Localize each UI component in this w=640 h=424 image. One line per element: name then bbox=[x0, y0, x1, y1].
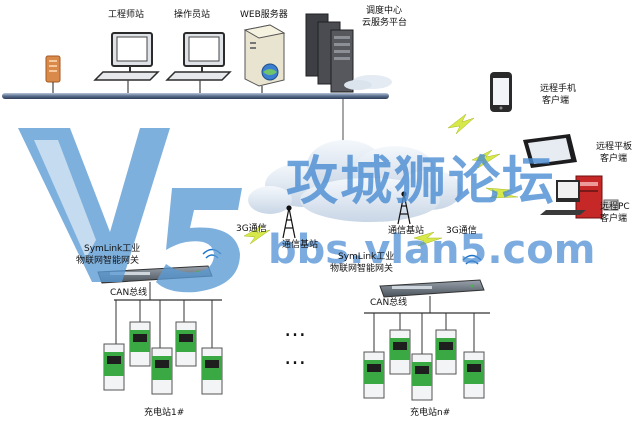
engineer-station-computer-icon bbox=[93, 32, 160, 93]
engineer-station-label: 工程师站 bbox=[108, 10, 145, 20]
remote-pc-client-label: 客户端 bbox=[600, 214, 628, 224]
remote-tablet-label: 远程平板 bbox=[596, 142, 633, 152]
remote-pc-label: 远程PC bbox=[600, 202, 630, 212]
charging-station-n-label: 充电站n# bbox=[410, 408, 451, 418]
charger-icon bbox=[389, 313, 411, 375]
web-server-label: WEB服务器 bbox=[240, 10, 288, 20]
web-server-icon bbox=[243, 24, 286, 93]
charger-icon bbox=[175, 300, 197, 367]
remote-pc-icon bbox=[540, 175, 619, 219]
charger-icon bbox=[411, 313, 433, 401]
charger-icon bbox=[151, 300, 173, 395]
charger-icon bbox=[201, 300, 223, 395]
right-can-bus-label: CAN总线 bbox=[370, 298, 408, 308]
internet-cloud-icon bbox=[248, 140, 462, 222]
charger-icon bbox=[103, 300, 125, 391]
right-gateway-label: SymLink工业 bbox=[338, 252, 395, 262]
charger-icon bbox=[129, 300, 151, 367]
left-base-station-label: 通信基站 bbox=[282, 240, 319, 250]
left-3g-label: 3G通信 bbox=[236, 224, 267, 234]
operator-station-computer-icon bbox=[165, 32, 232, 93]
remote-tablet-client-label: 客户端 bbox=[600, 154, 628, 164]
charger-icon bbox=[463, 313, 485, 399]
right-base-station-tower-icon bbox=[397, 191, 411, 225]
tablet-icon bbox=[523, 134, 577, 168]
more-stations-ellipsis: … bbox=[284, 317, 306, 342]
left-gateway-label: SymLink工业 bbox=[84, 244, 141, 254]
right-3g-label: 3G通信 bbox=[446, 226, 477, 236]
smartphone-icon bbox=[490, 72, 512, 112]
cloud-platform-label: 云服务平台 bbox=[362, 18, 408, 28]
charger-icon bbox=[363, 313, 385, 399]
watermark-url: bbs.vlan5.com bbox=[268, 227, 596, 273]
right-base-station-label: 通信基站 bbox=[388, 226, 425, 236]
left-gateway-sublabel: 物联网智能网关 bbox=[76, 256, 140, 266]
wireless-link-bolts bbox=[243, 113, 519, 247]
left-can-bus-label: CAN总线 bbox=[110, 288, 148, 298]
watermark-v5-logo-icon bbox=[18, 128, 242, 293]
charging-station-1-label: 充电站1# bbox=[144, 408, 185, 418]
firewall-icon bbox=[45, 55, 61, 93]
charger-icon bbox=[435, 313, 457, 375]
remote-phone-label: 远程手机 bbox=[540, 84, 577, 94]
watermark-title: 攻城狮论坛 bbox=[286, 152, 557, 212]
right-gateway-sublabel: 物联网智能网关 bbox=[330, 264, 394, 274]
ethernet-bus bbox=[2, 93, 389, 99]
left-charger-group bbox=[103, 300, 223, 395]
remote-phone-client-label: 客户端 bbox=[542, 96, 570, 106]
operator-station-label: 操作员站 bbox=[174, 10, 211, 20]
more-stations-ellipsis-lower: … bbox=[284, 345, 306, 370]
left-base-station-tower-icon bbox=[282, 205, 296, 239]
dispatch-server-rack-icon bbox=[305, 13, 392, 93]
right-charger-group bbox=[363, 313, 485, 401]
dispatch-center-label: 调度中心 bbox=[366, 6, 403, 16]
right-iot-gateway-icon bbox=[379, 254, 485, 298]
